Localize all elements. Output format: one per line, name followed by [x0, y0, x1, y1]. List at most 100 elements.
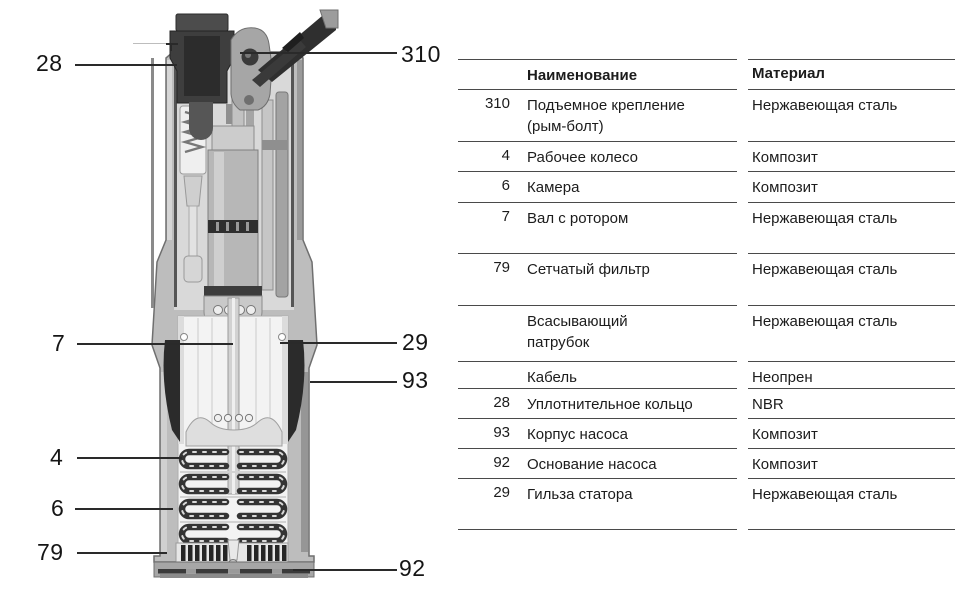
row-right-cell: Композит [748, 418, 955, 448]
column-gap [737, 418, 748, 448]
part-name: Всасывающий патрубок [527, 313, 628, 351]
leader-line-29 [280, 342, 397, 344]
row-right-cell: Композит [748, 171, 955, 202]
part-number [458, 367, 510, 388]
table-row: 28 Уплотнительное кольцо NBR [458, 388, 955, 418]
row-right-cell: Нержавеющая сталь [748, 478, 955, 530]
leader-line-92 [293, 569, 397, 571]
callout-92: 92 [399, 555, 426, 581]
row-right-cell: NBR [748, 388, 955, 418]
part-number: 4 [501, 147, 510, 164]
table-row: 79 Сетчатый фильтр Нержавеющая сталь [458, 253, 955, 305]
cable-gland-cap [169, 13, 235, 140]
column-gap [737, 448, 748, 478]
part-number: 79 [493, 259, 510, 276]
table-row: 7 Вал с ротором Нержавеющая сталь [458, 202, 955, 253]
part-material: Композит [752, 179, 818, 196]
leader-line-28-aux [133, 43, 167, 45]
part-material: Нержавеющая сталь [752, 486, 898, 503]
row-right-cell: Нержавеющая сталь [748, 89, 955, 141]
part-material: Нержавеющая сталь [752, 97, 898, 114]
row-left-cell: 6 Камера [458, 171, 737, 202]
column-gap [737, 361, 748, 388]
column-gap [737, 89, 748, 141]
part-name: Подъемное крепление (рым-болт) [527, 97, 685, 135]
part-material: NBR [752, 396, 784, 413]
leader-tick-28 [170, 43, 172, 51]
row-left-cell: 7 Вал с ротором [458, 202, 737, 253]
leader-line-7 [77, 343, 233, 345]
leader-line-6 [75, 508, 173, 510]
callout-79: 79 [37, 539, 64, 565]
header-number-spacer [458, 65, 510, 89]
part-number: 6 [501, 177, 510, 194]
part-number: 92 [493, 454, 510, 471]
part-name: Камера [527, 179, 580, 196]
row-left-cell: 92 Основание насоса [458, 448, 737, 478]
part-number: 93 [493, 424, 510, 441]
column-gap [737, 478, 748, 530]
part-number: 7 [501, 208, 510, 225]
row-right-cell: Неопрен [748, 361, 955, 388]
part-name: Сетчатый фильтр [527, 261, 650, 278]
pump-base [153, 561, 315, 578]
leader-line-4 [77, 457, 182, 459]
part-material: Композит [752, 149, 818, 166]
table-header-row: Наименование Материал [458, 59, 955, 89]
callout-93: 93 [402, 367, 429, 393]
leader-line-28 [75, 64, 177, 66]
callout-29: 29 [402, 329, 429, 355]
part-material: Нержавеющая сталь [752, 210, 898, 227]
lifting-handle [252, 9, 339, 87]
row-left-cell: 79 Сетчатый фильтр [458, 253, 737, 305]
impeller-stack [178, 448, 288, 545]
parts-table-rows: 310 Подъемное крепление (рым-болт) Нержа… [458, 89, 955, 530]
part-material: Нержавеющая сталь [752, 261, 898, 278]
part-number: 28 [493, 394, 510, 411]
leader-line-79 [77, 552, 167, 554]
row-left-cell: Кабель [458, 361, 737, 388]
table-row: 4 Рабочее колесо Композит [458, 141, 955, 171]
row-right-cell: Нержавеющая сталь [748, 305, 955, 361]
part-number: 310 [484, 95, 510, 112]
table-row: Кабель Неопрен [458, 361, 955, 388]
pump-cross-section-illustration [151, 9, 339, 578]
part-number: 29 [493, 484, 510, 501]
column-gap [737, 305, 748, 361]
part-name: Уплотнительное кольцо [527, 396, 693, 413]
row-left-cell: 4 Рабочее колесо [458, 141, 737, 171]
row-left-cell: Всасывающий патрубок [458, 305, 737, 361]
header-name-cell: Наименование [458, 59, 737, 89]
callout-310: 310 [401, 41, 441, 67]
row-right-cell: Нержавеющая сталь [748, 253, 955, 305]
leader-line-28-aux-end [166, 43, 178, 45]
part-name: Рабочее колесо [527, 149, 638, 166]
impeller-head [185, 413, 283, 447]
motor-internals [179, 91, 289, 299]
row-left-cell: 310 Подъемное крепление (рым-болт) [458, 89, 737, 141]
row-right-cell: Нержавеющая сталь [748, 202, 955, 253]
row-right-cell: Композит [748, 141, 955, 171]
callout-4: 4 [50, 444, 64, 470]
callout-28: 28 [36, 50, 63, 76]
table-row: 92 Основание насоса Композит [458, 448, 955, 478]
leader-line-310 [240, 52, 397, 54]
table-row: 93 Корпус насоса Композит [458, 418, 955, 448]
row-right-cell: Композит [748, 448, 955, 478]
part-name: Вал с ротором [527, 210, 629, 227]
row-left-cell: 28 Уплотнительное кольцо [458, 388, 737, 418]
row-left-cell: 93 Корпус насоса [458, 418, 737, 448]
column-gap [737, 388, 748, 418]
parts-table: Наименование Материал 310 Подъемное креп… [458, 59, 955, 530]
shaft [227, 297, 240, 495]
column-gap [737, 171, 748, 202]
column-gap [737, 202, 748, 253]
table-row: 29 Гильза статора Нержавеющая сталь [458, 478, 955, 530]
part-material: Неопрен [752, 369, 813, 386]
part-name: Основание насоса [527, 456, 657, 473]
column-gap [737, 59, 748, 89]
part-name: Гильза статора [527, 486, 633, 503]
header-name-label: Наименование [527, 67, 638, 84]
column-gap [737, 253, 748, 305]
